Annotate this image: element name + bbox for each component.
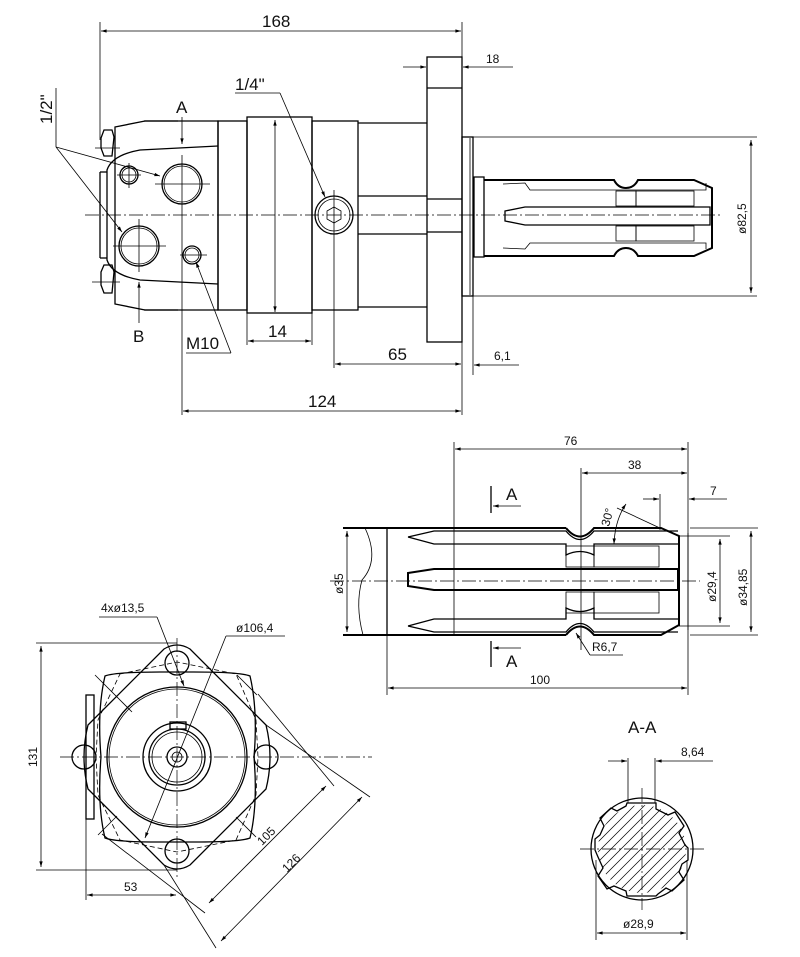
height-label-131: 131	[26, 747, 40, 767]
pilot-diameter-label: ø82,5	[735, 203, 749, 234]
port-size-half-inch: 1/2"	[37, 94, 56, 124]
offset-label-53: 53	[124, 880, 138, 894]
port-size-quarter-inch: 1/4"	[235, 75, 265, 94]
port-a-label: A	[176, 98, 188, 117]
bolt-head-top	[100, 129, 115, 157]
front-view: 4xø13,5 ø106,4 131 53 105 126	[26, 601, 372, 949]
spline-tooth	[504, 206, 711, 226]
bolt-head-bottom	[100, 264, 115, 294]
thread-label-m10: M10	[186, 334, 219, 353]
dimension-label-14: 14	[268, 322, 287, 341]
diagonal-label-126: 126	[279, 851, 303, 875]
section-title: A-A	[628, 718, 657, 737]
bolt-circle-label: ø106,4	[236, 621, 274, 635]
body-section-1	[217, 120, 248, 311]
pilot	[461, 136, 474, 297]
dimension-label-6-1: 6,1	[494, 349, 511, 363]
dimension-label-65: 65	[388, 345, 407, 364]
shaft-diameter-label: ø35	[332, 573, 346, 594]
major-diameter-label: ø34,85	[736, 568, 750, 606]
shaft-view: 76 38 7 30° A	[330, 434, 758, 695]
minor-diameter-label: ø29,4	[705, 571, 719, 602]
square-flange	[83, 644, 271, 870]
dimension-label-38: 38	[628, 458, 642, 472]
break-line	[358, 527, 373, 636]
section-view: A-A 8,64 ø28,9	[580, 718, 713, 940]
key-width-label: 8,64	[681, 745, 705, 759]
spline-section-inner	[594, 802, 689, 897]
section-mark-bottom: A	[506, 652, 518, 671]
dimension-label-7: 7	[710, 484, 717, 498]
diagonal-label-105: 105	[254, 824, 278, 848]
chamfer-angle-label: 30°	[598, 506, 616, 527]
port-b-label: B	[133, 327, 144, 346]
dimension-label-76: 76	[564, 434, 578, 448]
dimension-label-18: 18	[486, 52, 500, 66]
spline-tooth-center	[407, 568, 679, 591]
dimension-label-100: 100	[530, 673, 550, 687]
groove-radius-label: R6,7	[592, 640, 618, 654]
dimension-label-168: 168	[262, 12, 290, 31]
side-view: 168 18 A	[37, 12, 757, 415]
body-section-2	[311, 120, 359, 311]
mount-holes-label: 4xø13,5	[101, 601, 145, 615]
dimension-label-124: 124	[308, 392, 336, 411]
section-diameter-label: ø28,9	[623, 917, 654, 931]
section-mark-top: A	[506, 485, 518, 504]
